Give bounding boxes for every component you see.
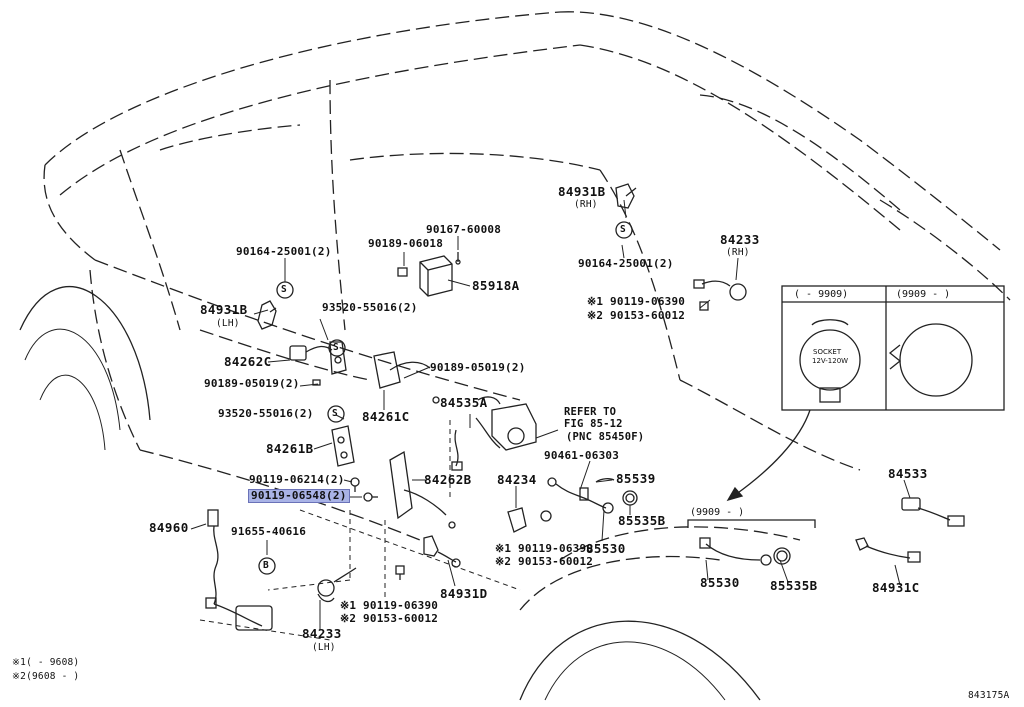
part-screw-90189-left (312, 379, 321, 386)
part-bolt-90119-06548 (363, 492, 378, 502)
wheel-arch-right (519, 620, 761, 701)
part-85530-right (699, 537, 772, 566)
callout-s-3-letter: S (332, 408, 338, 419)
inset-panel-frame (781, 285, 1005, 411)
footnote-1: ※1( - 9608) (12, 657, 80, 668)
label-90189-05019-right[interactable]: 90189-05019(2) (430, 361, 526, 374)
label-90189-06018[interactable]: 90189-06018 (368, 237, 444, 250)
label-85539[interactable]: 85539 (616, 471, 656, 486)
label-85535B-right[interactable]: 85535B (770, 578, 818, 593)
label-s1-right[interactable]: ※1 90119-06390 (587, 295, 686, 308)
label-84262C[interactable]: 84262C (224, 354, 272, 369)
part-84234 (507, 507, 552, 533)
wheel-arch-left (19, 286, 151, 451)
footnote-2: ※2(9608 - ) (12, 671, 80, 682)
part-screw-bottom (395, 565, 405, 580)
part-84233-rh (693, 279, 747, 301)
label-refer-pnc[interactable]: (PNC 85450F) (566, 431, 645, 443)
label-s1-bottom[interactable]: ※1 90119-06390 (340, 599, 439, 612)
label-s2-bottom[interactable]: ※2 90153-60012 (340, 612, 439, 625)
part-90189-06018 (397, 267, 408, 277)
label-s2-right[interactable]: ※2 90153-60012 (587, 309, 686, 322)
part-85535B-mid (622, 490, 638, 506)
callout-s-2-letter: S (333, 342, 339, 353)
label-lh-2: (LH) (312, 642, 336, 653)
part-85535B-right (773, 547, 791, 565)
label-90164-25001-right[interactable]: 90164-25001(2) (578, 257, 674, 270)
part-screw-rh (699, 301, 709, 311)
inset-header-after-9909: (9909 - ) (896, 289, 951, 300)
label-84234[interactable]: 84234 (497, 472, 537, 487)
part-84533 (901, 497, 965, 527)
label-90164-25001-left[interactable]: 90164-25001(2) (236, 245, 332, 258)
label-s1-mid[interactable]: ※1 90119-06390 (495, 542, 594, 555)
label-85530-mid[interactable]: 85530 (586, 541, 626, 556)
label-90189-05019-left[interactable]: 90189-05019(2) (204, 377, 300, 390)
part-84233-lh (317, 567, 357, 603)
part-84261C (373, 351, 440, 404)
label-90461-06303[interactable]: 90461-06303 (544, 449, 620, 462)
part-84261B (331, 425, 355, 467)
part-90461 (579, 487, 589, 501)
part-84262B (389, 450, 456, 529)
part-bolt-90119-06214 (350, 477, 360, 492)
part-84931B-lh (257, 300, 277, 330)
label-84261C[interactable]: 84261C (362, 409, 410, 424)
label-84931C[interactable]: 84931C (872, 580, 920, 595)
callout-s-4-letter: S (620, 224, 626, 235)
label-rh-2: (RH) (726, 247, 750, 258)
callout-s-3 (327, 405, 345, 423)
label-84960[interactable]: 84960 (149, 520, 189, 535)
label-84535A[interactable]: 84535A (440, 395, 488, 410)
label-85530-right[interactable]: 85530 (700, 575, 740, 590)
label-90119-06214[interactable]: 90119-06214(2) (249, 473, 345, 486)
part-84931B-rh (615, 183, 637, 209)
label-84931D[interactable]: 84931D (440, 586, 488, 601)
label-93520-55016-mid[interactable]: 93520-55016(2) (218, 407, 314, 420)
callout-s-1-letter: S (281, 284, 287, 295)
vehicle-body-outline (43, 11, 1011, 611)
part-84960 (205, 509, 273, 631)
label-91655-40616[interactable]: 91655-40616 (231, 525, 307, 538)
part-84535A (451, 396, 537, 471)
label-rh-1: (RH) (574, 199, 598, 210)
label-93520-55016-top[interactable]: 93520-55016(2) (322, 301, 418, 314)
part-84931C (855, 537, 921, 563)
part-84262C (289, 341, 347, 375)
label-84233-lh[interactable]: 84233 (302, 626, 342, 641)
bracket-9909-label: (9909 - ) (690, 507, 745, 518)
label-84262B[interactable]: 84262B (424, 472, 472, 487)
label-84533[interactable]: 84533 (888, 466, 928, 481)
part-90167 (455, 252, 461, 265)
label-lh-1: (LH) (216, 318, 240, 329)
label-85535B-mid[interactable]: 85535B (618, 513, 666, 528)
part-85539 (595, 478, 615, 483)
label-84261B[interactable]: 84261B (266, 441, 314, 456)
part-85530-mid (547, 477, 614, 514)
label-refer-to: REFER TO (564, 406, 617, 418)
inset-pointer-arrow (734, 409, 811, 496)
part-85918A (419, 255, 453, 297)
inset-header-before-9909: ( - 9909) (794, 289, 849, 300)
label-refer-fig[interactable]: FIG 85-12 (564, 418, 623, 430)
label-84233-rh[interactable]: 84233 (720, 232, 760, 247)
callout-s-4 (615, 221, 633, 239)
diagram-id: 843175A (968, 690, 1010, 701)
label-90167-60008[interactable]: 90167-60008 (426, 223, 502, 236)
part-84931D (423, 535, 461, 568)
callout-s-1 (276, 281, 294, 299)
label-90119-06548-highlighted[interactable]: 90119-06548(2) (248, 489, 350, 503)
callout-b-letter: B (263, 560, 269, 571)
socket-text-1: SOCKET (813, 348, 842, 356)
socket-text-2: 12V-120W (812, 357, 849, 365)
label-85918A[interactable]: 85918A (472, 278, 520, 293)
label-84931B-lh[interactable]: 84931B (200, 302, 248, 317)
label-s2-mid[interactable]: ※2 90153-60012 (495, 555, 594, 568)
callout-b-1 (258, 557, 276, 575)
label-84931B-rh[interactable]: 84931B (558, 184, 606, 199)
